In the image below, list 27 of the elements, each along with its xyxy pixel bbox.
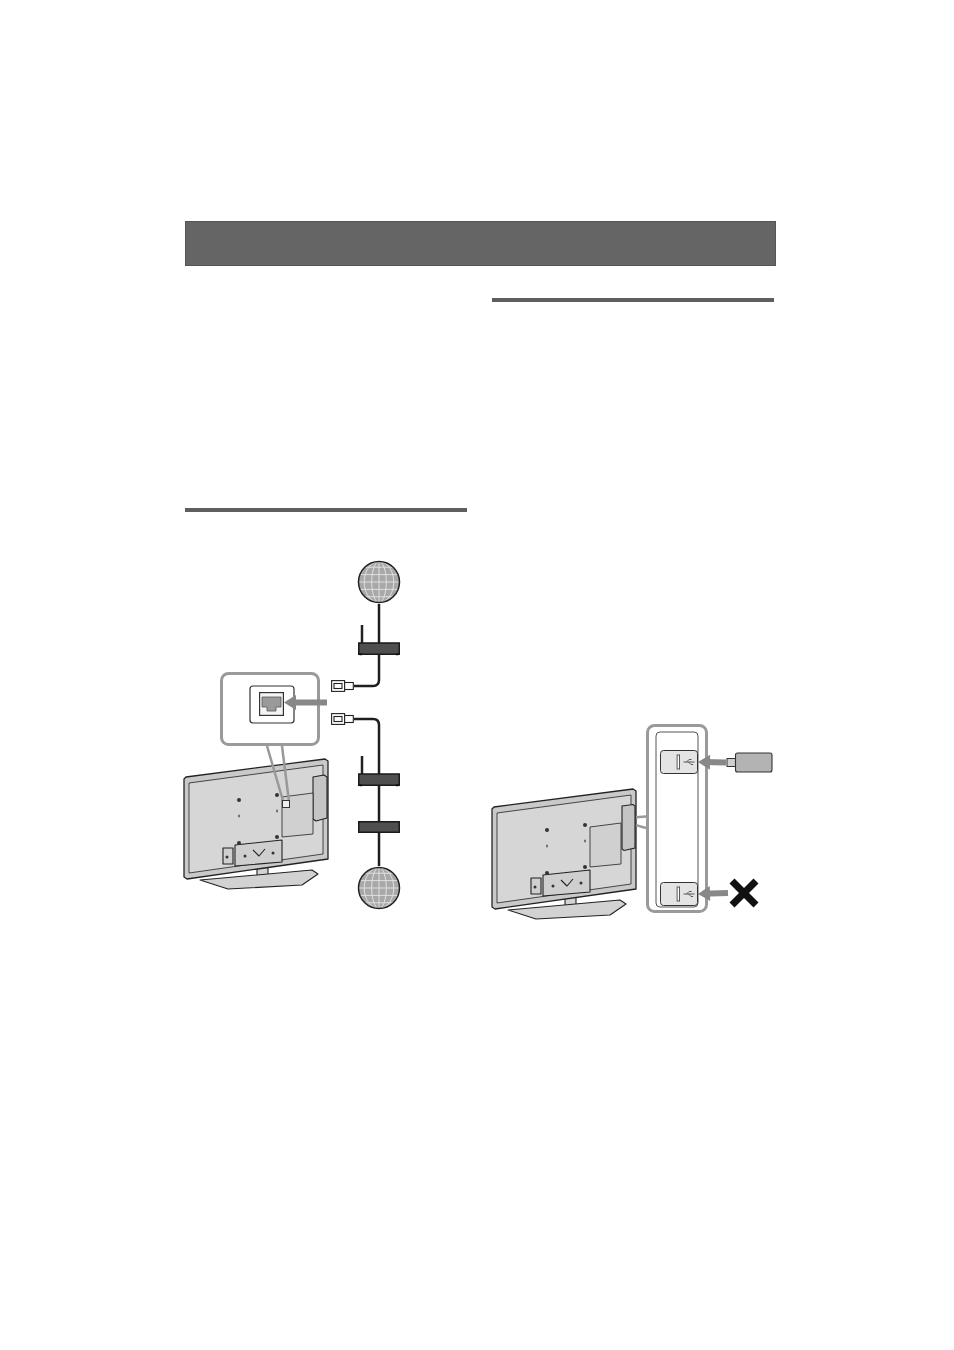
cross-icon: [728, 877, 760, 909]
cable-plug-icon: [331, 713, 354, 725]
router-icon: [358, 755, 400, 786]
arrow: [698, 886, 729, 902]
usb-stick-icon: [726, 752, 773, 773]
usb-port-icon: [660, 750, 698, 774]
callout-panel: [220, 672, 320, 746]
cable-line: [354, 717, 381, 774]
cable-line: [377, 604, 381, 643]
tv-drawing: [183, 757, 330, 890]
tv-drawing: [491, 787, 638, 920]
leader-line: [265, 744, 291, 802]
cable-line: [354, 655, 381, 688]
side-panel: [622, 804, 635, 851]
callout-panel: [646, 724, 708, 913]
router-icon: [358, 624, 400, 655]
arrow: [698, 754, 727, 770]
cable-line: [377, 833, 381, 866]
globe-icon: [357, 866, 401, 910]
port-icon: [282, 800, 290, 808]
cable-line: [377, 786, 381, 821]
cable-plug-icon: [331, 680, 354, 692]
leader-line: [634, 815, 648, 830]
network-device-icon: [358, 821, 400, 833]
globe-icon: [357, 560, 401, 604]
usb-port-icon: [660, 882, 698, 906]
lan-port-icon: [259, 692, 284, 716]
